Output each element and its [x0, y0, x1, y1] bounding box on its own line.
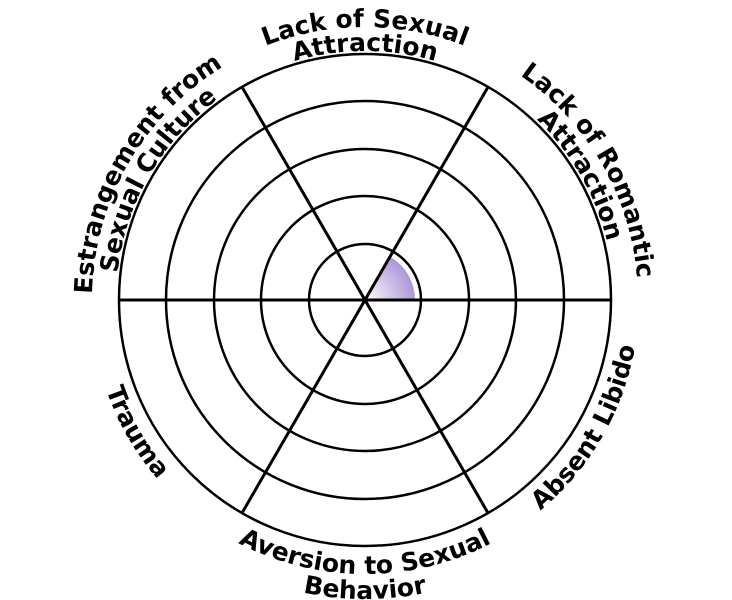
axis-spoke-120deg: [240, 86, 490, 514]
value-wedge-lack-of-romantic-attraction: [365, 256, 415, 300]
sector-label-absent-libido: Absent Libido: [525, 342, 641, 515]
sector-label-aversion-to-sexual-behavior-line1: Aversion to Sexual: [236, 522, 495, 580]
sector-label-lack-of-sexual-attraction-line2: Attraction: [289, 28, 441, 67]
